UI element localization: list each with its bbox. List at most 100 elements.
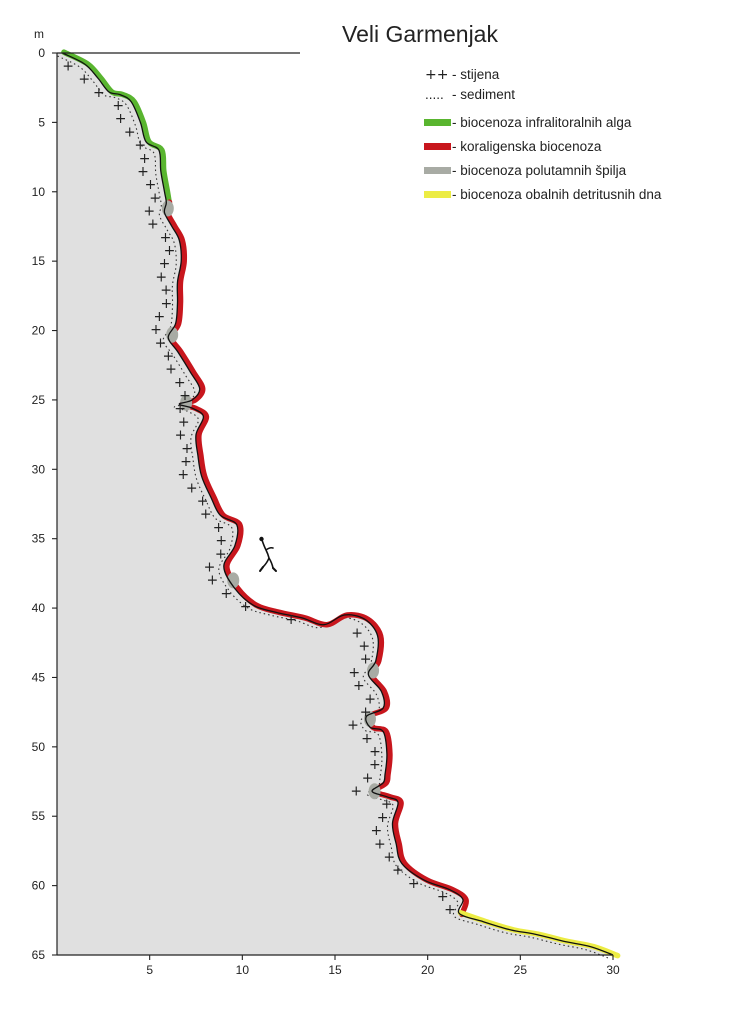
x-tick-label: 25: [514, 963, 528, 977]
rock-marker: +: [143, 204, 155, 220]
rock-marker: +: [181, 441, 193, 457]
rock-marker: +: [150, 322, 162, 338]
rock-marker: +: [164, 243, 176, 259]
rock-marker: +: [374, 836, 386, 852]
rock-marker: +: [220, 586, 232, 602]
rock-marker: +: [175, 428, 187, 444]
rock-marker: +: [155, 335, 167, 351]
y-tick-label: 65: [32, 948, 46, 962]
legend-label-coastal-detritic-bottoms: - biocenoza obalnih detritusnih dna: [452, 187, 662, 202]
rock-marker: +: [213, 520, 225, 536]
rock-marker: +: [160, 230, 172, 246]
x-tick-label: 30: [606, 963, 620, 977]
rock-marker: +: [360, 652, 372, 668]
legend-swatch-semi-dark-caves: [424, 167, 451, 174]
rock-marker: +: [93, 85, 105, 101]
legend-label-semi-dark-caves: - biocenoza polutamnih špilja: [452, 163, 627, 178]
rock-marker: +: [137, 164, 149, 180]
rock-marker: +: [369, 744, 381, 760]
rock-marker: +: [360, 705, 372, 721]
rock-marker: +: [350, 784, 362, 800]
plot-area: ++++++++++++++++++++++++++++++++++++++++…: [57, 49, 621, 959]
legend-item-semi-dark-caves: - biocenoza polutamnih špilja: [424, 163, 627, 178]
rock-marker: +: [115, 111, 127, 127]
rock-marker: +: [177, 467, 189, 483]
legend-label-coralligenous: - koraligenska biocenoza: [452, 139, 602, 154]
rock-marker: +: [186, 480, 198, 496]
y-tick-label: 45: [32, 670, 46, 684]
rock-marker: +: [179, 388, 191, 404]
cave-patch: [161, 200, 174, 217]
y-tick-label: 50: [32, 740, 46, 754]
legend-item-sediment: ..... - sediment: [425, 87, 515, 102]
legend-item-coralligenous: - koraligenska biocenoza: [424, 139, 602, 154]
rock-marker: +: [369, 757, 381, 773]
diver-icon: [259, 536, 277, 572]
rock-marker: +: [347, 718, 359, 734]
rock-marker: +: [381, 797, 393, 813]
rock-marker: +: [147, 217, 159, 233]
y-tick-label: 35: [32, 532, 46, 546]
legend-label-rock: - stijena: [452, 67, 500, 82]
rock-marker: +: [358, 639, 370, 655]
legend-label-infralittoral-algae: - biocenoza infralitoralnih alga: [452, 115, 632, 130]
rock-marker: +: [165, 362, 177, 378]
zone-coastal-detritic-bottoms: [457, 910, 621, 959]
rock-marker: +: [160, 283, 172, 299]
rock-marker: +: [174, 401, 186, 417]
x-tick-label: 15: [328, 963, 342, 977]
rock-markers: ++++++++++++++++++++++++++++++++++++++++…: [62, 59, 456, 919]
y-tick-label: 5: [38, 115, 45, 129]
y-tick-label: 10: [32, 185, 46, 199]
seabed-area: [57, 53, 613, 955]
sediment-line: [57, 55, 609, 959]
legend-item-coastal-detritic-bottoms: - biocenoza obalnih detritusnih dna: [424, 187, 662, 202]
legend-swatch-infralittoral-algae: [424, 119, 451, 126]
rock-marker: +: [408, 876, 420, 892]
y-axis-unit-label: m: [34, 27, 44, 41]
rock-marker: +: [353, 678, 365, 694]
rock-marker: +: [383, 850, 395, 866]
rock-marker: +: [149, 190, 161, 206]
chart-title: Veli Garmenjak: [342, 21, 498, 47]
rock-marker: +: [163, 349, 175, 365]
rock-marker: +: [204, 559, 216, 575]
profile-outline: [62, 52, 614, 956]
rock-marker: +: [178, 414, 190, 430]
legend-swatch-coastal-detritic-bottoms: [424, 191, 451, 198]
rock-marker: +: [161, 296, 173, 312]
rock-marker: +: [351, 625, 363, 641]
rock-marker: +: [134, 138, 146, 154]
rock-marker: +: [200, 507, 212, 523]
rock-marker: +: [159, 256, 171, 272]
rock-marker: +: [145, 177, 157, 193]
rock-marker: +: [62, 59, 74, 75]
rock-marker: +: [78, 72, 90, 88]
rock-marker: +: [377, 810, 389, 826]
zone-infralittoral-algae: [61, 49, 173, 207]
rock-marker: +: [437, 889, 449, 905]
x-tick-label: 10: [236, 963, 250, 977]
y-tick-label: 0: [38, 46, 45, 60]
rock-marker: +: [207, 573, 219, 589]
legend-item-infralittoral-algae: - biocenoza infralitoralnih alga: [424, 115, 632, 130]
rock-marker: +: [124, 124, 136, 140]
y-tick-label: 25: [32, 393, 46, 407]
rock-symbol: ++: [425, 67, 448, 83]
rock-marker: +: [155, 269, 167, 285]
rock-marker: +: [362, 770, 374, 786]
y-tick-label: 15: [32, 254, 46, 268]
y-tick-label: 40: [32, 601, 46, 615]
rock-marker: +: [392, 863, 404, 879]
rock-marker: +: [371, 823, 383, 839]
cave-patch: [227, 572, 240, 589]
legend-swatch-coralligenous: [424, 143, 451, 150]
rock-marker: +: [285, 612, 297, 628]
rock-marker: +: [180, 454, 192, 470]
legend-label-sediment: - sediment: [452, 87, 515, 102]
rock-marker: +: [361, 731, 373, 747]
x-tick-label: 20: [421, 963, 435, 977]
rock-marker: +: [139, 151, 151, 167]
